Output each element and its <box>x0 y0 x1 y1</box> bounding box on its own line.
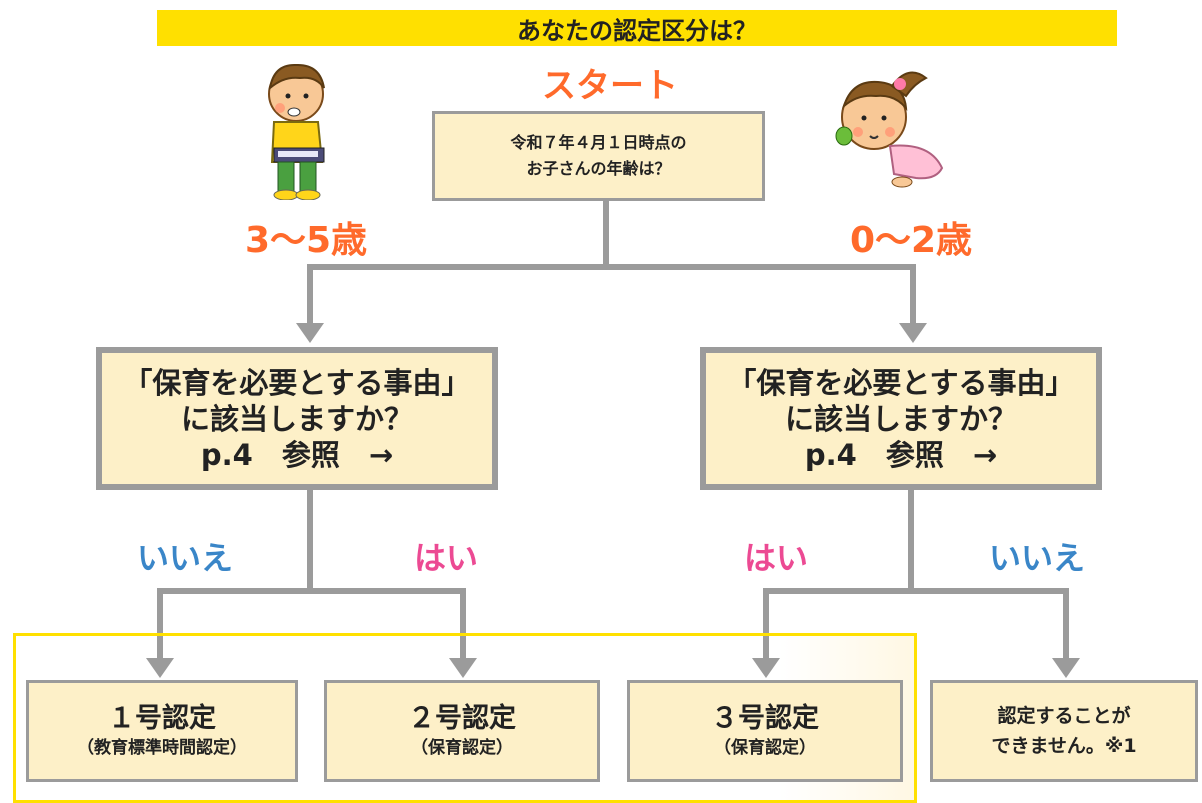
start-question-line2: お子さんの年齢は？ <box>526 159 671 178</box>
start-question-line1: 令和７年４月１日時点の <box>510 133 687 152</box>
arrowhead <box>899 323 927 343</box>
result-none-line1: 認定することが <box>997 705 1131 727</box>
result-box-2: ２号認定 （保育認定） <box>324 680 600 782</box>
answer-yes-left: はい <box>413 539 478 577</box>
result-box-1: １号認定 （教育標準時間認定） <box>26 680 298 782</box>
result-subtitle: （保育認定） <box>714 738 816 758</box>
question-box-left: 「保育を必要とする事由」 に該当しますか？ p.4 参照 → <box>96 347 498 490</box>
girl-illustration <box>835 71 944 188</box>
question-line3: p.4 参照 → <box>804 437 998 472</box>
boy-illustration <box>268 63 325 200</box>
arrowhead <box>1052 658 1080 678</box>
result-title: ３号認定 <box>711 703 819 734</box>
age-label-right: 0～2歳 <box>849 220 973 261</box>
result-title: １号認定 <box>108 703 216 734</box>
arrowhead <box>296 323 324 343</box>
answer-yes-right: はい <box>743 539 808 577</box>
answer-no-right: いいえ <box>988 539 1085 577</box>
question-line2: に該当しますか？ <box>180 401 413 436</box>
result-none-line2: できません。※1 <box>991 735 1137 757</box>
header-title: あなたの認定区分は？ <box>517 16 757 45</box>
result-title: ２号認定 <box>408 703 516 734</box>
start-label: スタート <box>542 66 678 106</box>
question-box-right: 「保育を必要とする事由」 に該当しますか？ p.4 参照 → <box>700 347 1102 490</box>
answer-no-left: いいえ <box>136 539 233 577</box>
result-box-3: ３号認定 （保育認定） <box>627 680 903 782</box>
result-subtitle: （保育認定） <box>411 738 513 758</box>
question-line1: 「保育を必要とする事由」 <box>727 365 1075 400</box>
result-box-none: 認定することが できません。※1 <box>930 680 1198 782</box>
header-banner: あなたの認定区分は？ <box>157 10 1117 46</box>
start-question-box: 令和７年４月１日時点の お子さんの年齢は？ <box>432 111 765 201</box>
question-line3: p.4 参照 → <box>200 437 394 472</box>
age-label-left: 3～5歳 <box>244 220 368 261</box>
result-subtitle: （教育標準時間認定） <box>77 738 247 758</box>
question-line2: に該当しますか？ <box>784 401 1017 436</box>
question-line1: 「保育を必要とする事由」 <box>123 365 471 400</box>
